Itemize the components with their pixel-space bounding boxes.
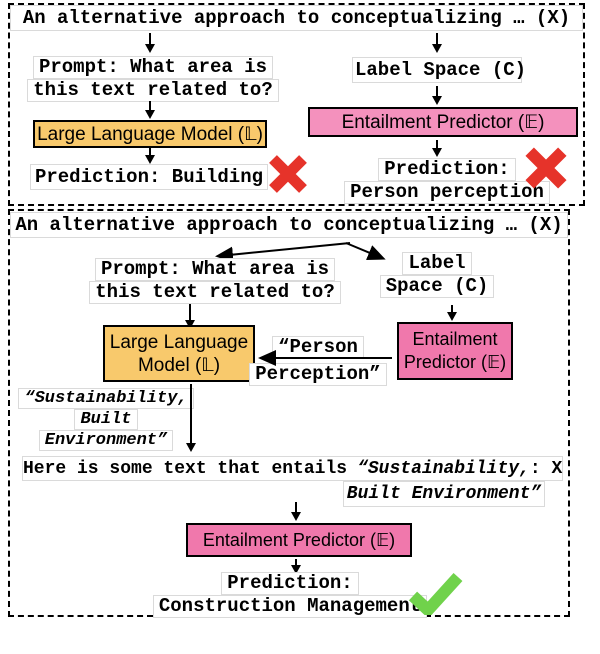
correct-icon [408,572,463,615]
down-arrow-icon [447,305,457,321]
bottom-entailment-box-line1: Entailment [412,329,498,349]
top-input-text: An alternative approach to conceptualizi… [10,5,583,31]
hypothesis-text: Here is some text that entails “Sustaina… [22,456,563,481]
top-entailment-prediction-line1: Prediction: [378,158,516,181]
top-entailment-prediction: Prediction: Person perception [337,158,557,204]
down-arrow-icon [185,304,195,329]
top-llm-box-label: Large Language Model (𝕃) [37,123,263,145]
final-prediction-line2: Construction Management [152,595,428,618]
top-prompt-line1: Prompt: What area is [32,56,274,79]
bottom-llm-box-line1: Large Language [109,331,249,353]
hypothesis-prefix: Here is some text that entails [23,458,348,479]
llm-output-label: “Sustainability, Built Environment” [18,388,194,451]
llm-output-line3: Environment” [38,430,174,451]
down-arrow-icon [291,559,301,574]
bottom-entailment-box: Entailment Predictor (𝔼) [397,322,513,380]
llm-output-line2: Built [74,409,138,430]
down-arrow-icon [432,140,442,157]
top-prompt-line2: this text related to? [27,79,279,102]
wrong-icon [525,147,567,189]
entailment-output-label: “Person Perception” [248,336,388,386]
hypothesis-suffix: : X [529,458,563,479]
hypothesis-quote-end: Built Environment” [343,481,545,507]
bottom-llm-box: Large Language Model (𝕃) [103,325,255,382]
bottom-entailment-box-line2: Predictor (𝔼) [403,352,507,372]
top-llm-prediction: Prediction: Building [30,164,268,190]
wrong-icon [269,155,307,193]
bottom-prompt-line1: Prompt: What area is [94,258,336,281]
bottom-label-space: Label Space (C) [377,252,497,298]
diagonal-arrow-left-icon [215,242,351,263]
down-arrow-icon [145,101,155,119]
bottom-entailment-box2-label: Entailment Predictor (𝔼) [202,529,396,550]
down-arrow-icon [145,33,155,53]
bottom-prompt-line2: this text related to? [89,281,341,304]
down-arrow-icon [291,502,301,521]
entailment-output-line2: Perception” [249,363,387,386]
llm-output-line1: “Sustainability, [18,388,194,409]
entailment-output-line1: “Person [272,336,364,359]
left-arrow-icon [258,350,392,366]
bottom-llm-box-line2: Model (𝕃) [137,354,221,376]
bottom-entailment-box2: Entailment Predictor (𝔼) [186,523,412,557]
top-entailment-box-label: Entailment Predictor (𝔼) [341,111,545,133]
bottom-input-text: An alternative approach to conceptualizi… [10,212,568,238]
down-arrow-icon [432,33,442,53]
bottom-label-space-line2: Space (C) [379,275,495,298]
bottom-label-space-line1: Label [402,252,472,275]
diagonal-arrow-right-icon [345,242,386,260]
final-prediction: Prediction: Construction Management [150,572,430,618]
top-prompt-label: Prompt: What area is this text related t… [27,56,279,102]
top-entailment-box: Entailment Predictor (𝔼) [308,107,578,137]
down-arrow-icon [186,384,196,452]
bottom-prompt-label: Prompt: What area is this text related t… [89,258,341,304]
down-arrow-icon [432,86,442,105]
top-llm-box: Large Language Model (𝕃) [33,120,267,148]
final-prediction-line1: Prediction: [221,572,359,595]
hypothesis-quote-start: “Sustainability, [357,458,530,479]
top-label-space: Label Space (C) [352,57,526,83]
down-arrow-icon [145,148,155,164]
top-entailment-prediction-line2: Person perception [344,181,550,204]
